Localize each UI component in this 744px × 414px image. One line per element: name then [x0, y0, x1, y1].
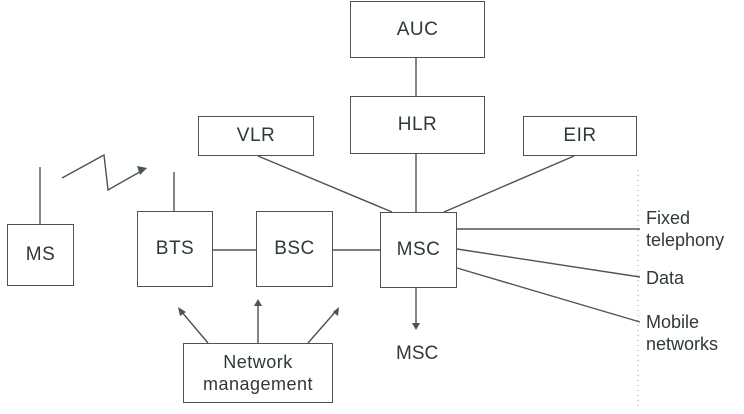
eir-label: EIR	[563, 125, 597, 146]
link-msc-data	[456, 248, 641, 278]
link-vlr-msc	[257, 155, 393, 213]
bsc-label: BSC	[274, 238, 315, 259]
vlr-box: VLR	[198, 116, 314, 156]
bts-box: BTS	[137, 211, 213, 287]
msc-label: MSC	[396, 239, 441, 260]
vlr-label: VLR	[236, 125, 276, 146]
msc-box: MSC	[380, 212, 457, 288]
bts-label: BTS	[155, 238, 195, 259]
network-management-label: Network management	[202, 352, 314, 394]
nm-arrowhead-msc	[333, 307, 339, 316]
fixed-telephony-label: Fixed telephony	[646, 208, 725, 250]
link-msc-mobile	[456, 267, 641, 323]
nm-arrow-bts	[180, 310, 209, 344]
msc-out-label: MSC	[396, 343, 439, 364]
msc-down-arrowhead	[412, 323, 420, 330]
hlr-label: HLR	[397, 114, 438, 135]
auc-box: AUC	[350, 1, 485, 58]
link-eir-msc	[443, 155, 575, 213]
ms-label: MS	[25, 244, 56, 265]
hlr-box: HLR	[350, 96, 485, 154]
network-management-box: Network management	[183, 343, 333, 403]
nm-arrowhead-bts	[178, 307, 186, 316]
radio-link-zigzag	[61, 153, 144, 192]
ms-box: MS	[7, 224, 74, 286]
data-label: Data	[646, 268, 685, 288]
bsc-box: BSC	[256, 211, 333, 287]
eir-box: EIR	[523, 116, 637, 156]
auc-label: AUC	[396, 18, 439, 40]
nm-arrow-msc	[307, 310, 337, 344]
radio-arrowhead	[137, 166, 147, 175]
nm-arrowhead-bsc	[254, 299, 262, 306]
mobile-networks-label: Mobile networks	[646, 312, 719, 354]
